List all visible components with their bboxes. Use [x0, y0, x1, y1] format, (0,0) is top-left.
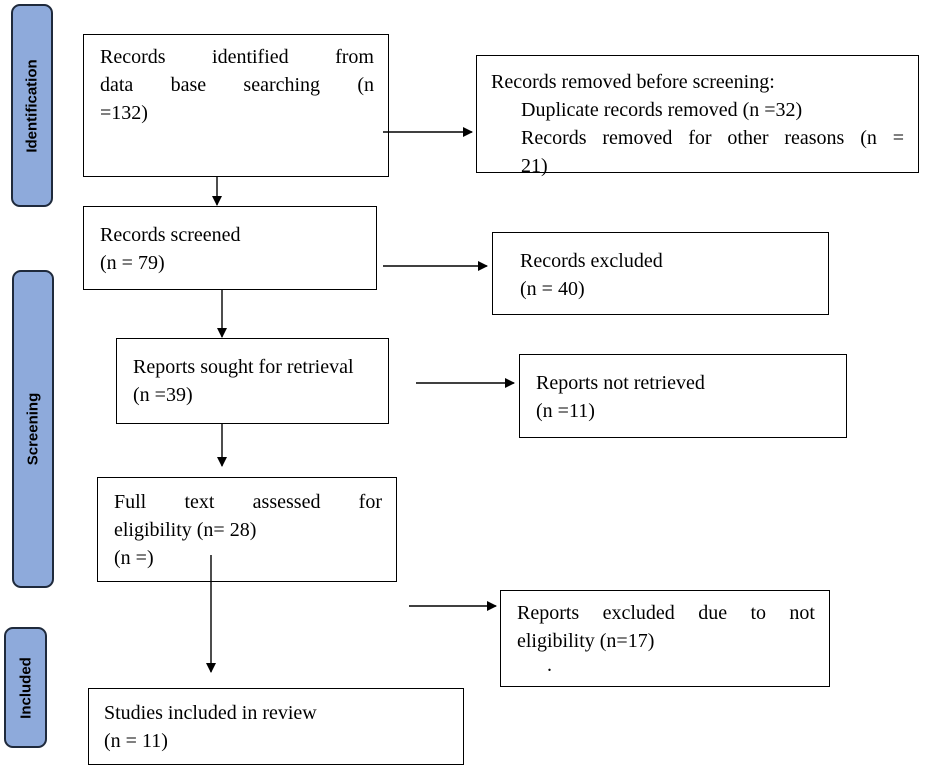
box-text: Full text assessed for: [114, 491, 382, 513]
box-text: (n =39): [133, 384, 193, 406]
box-text: Records removed before screening:: [491, 71, 775, 93]
box-records-removed: Records removed before screening: Duplic…: [476, 55, 919, 177]
box-text: data base searching (n: [100, 74, 374, 96]
box-text: .: [547, 654, 552, 676]
box-text: Records screened: [100, 224, 241, 246]
phase-screening: Screening: [12, 270, 54, 588]
box-text: Records excluded: [520, 250, 663, 272]
box-reports-not-retrieved: Reports not retrieved (n =11): [519, 354, 847, 438]
box-records-excluded: Records excluded (n = 40): [492, 232, 829, 315]
box-text: Studies included in review: [104, 702, 317, 724]
box-text: Records identified from: [100, 46, 374, 68]
box-records-identified: Records identified from data base search…: [83, 34, 389, 177]
phase-included: Included: [4, 627, 47, 748]
box-text: eligibility (n= 28): [114, 519, 257, 541]
box-reports-excluded-eligibility: Reports excluded due to not eligibility …: [500, 590, 830, 687]
box-text: Reports excluded due to not: [517, 602, 815, 624]
box-records-screened: Records screened (n = 79): [83, 206, 377, 290]
box-text: (n = 40): [520, 278, 585, 300]
box-text: (n = 11): [104, 730, 168, 752]
box-text: =132): [100, 102, 148, 124]
box-text: eligibility (n=17): [517, 630, 655, 652]
box-text: Reports not retrieved: [536, 372, 705, 394]
box-text: 21): [521, 155, 548, 177]
box-text: Reports sought for retrieval: [133, 356, 354, 378]
box-text: Records removed for other reasons (n =: [521, 127, 904, 149]
box-text: (n =): [114, 547, 154, 569]
phase-identification: Identification: [11, 4, 53, 207]
box-full-text-assessed: Full text assessed for eligibility (n= 2…: [97, 477, 397, 582]
box-text: (n =11): [536, 400, 595, 422]
box-text: Duplicate records removed (n =32): [521, 99, 803, 121]
box-reports-sought: Reports sought for retrieval (n =39): [116, 338, 389, 424]
box-studies-included: Studies included in review (n = 11): [88, 688, 464, 765]
box-text: (n = 79): [100, 252, 165, 274]
